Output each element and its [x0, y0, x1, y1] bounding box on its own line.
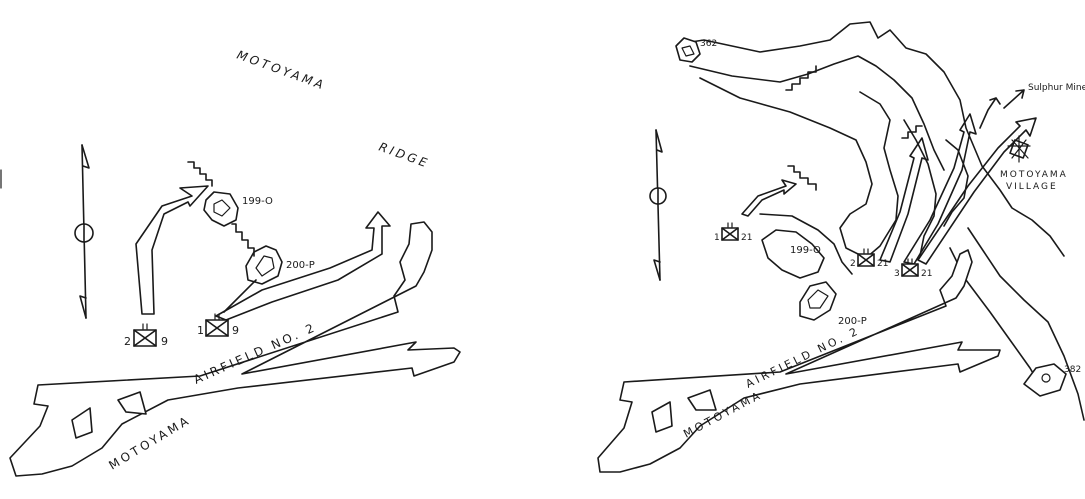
defense-line-icon	[901, 125, 923, 139]
unit-regiment: 21	[877, 259, 888, 269]
unit-regiment: 21	[921, 269, 932, 279]
attack-arrow-icon	[741, 179, 797, 217]
mine-label: Sulphur Mine	[1028, 83, 1085, 93]
unit-regiment: 9	[232, 324, 239, 337]
attack-arrow-icon	[917, 117, 1037, 265]
hill-382-contour	[1023, 363, 1067, 397]
hill-362-contour	[675, 37, 701, 63]
defense-line-icon	[187, 161, 255, 257]
defense-line-icon	[785, 65, 817, 91]
terrain-contour	[903, 119, 937, 257]
hill-199-contour	[203, 191, 239, 227]
attack-arrow-icon	[879, 137, 929, 263]
terrain-contour	[677, 21, 1065, 257]
hill-200-label: 200-P	[286, 260, 315, 271]
hill-200-label: 200-P	[838, 316, 867, 327]
village-icon	[1007, 135, 1031, 163]
unit-regiment: 9	[161, 335, 168, 348]
terrain-contour	[943, 139, 969, 227]
unit-regiment: 21	[741, 233, 752, 243]
revetment	[117, 391, 147, 415]
hill-199-label: 199-O	[242, 196, 273, 207]
terrain-contour	[759, 213, 853, 275]
attack-arrow-icon	[979, 97, 1001, 129]
right-map: 362 382 199-O 200-P MOTOYAMA AIRFIELD NO…	[597, 21, 1085, 473]
infantry-battalion-icon	[205, 313, 229, 337]
hill-200-contour	[245, 245, 283, 285]
ridge-label: MOTOYAMA	[235, 48, 328, 93]
village-label: VILLAGE	[1006, 182, 1058, 192]
terrain-contour	[699, 77, 899, 259]
hill-200-contour	[799, 281, 837, 321]
terrain-contour	[689, 55, 945, 171]
mine-marker	[1003, 89, 1025, 109]
infantry-battalion-icon	[133, 323, 157, 347]
defense-line-icon	[787, 165, 817, 191]
attack-arrow-icon	[135, 185, 209, 315]
unit-number: 1	[714, 233, 720, 243]
attack-arrow-icon	[215, 211, 391, 321]
revetment	[687, 389, 717, 411]
attack-arrow-icon	[223, 279, 257, 313]
ridge-label: RIDGE	[377, 140, 432, 171]
attack-arrow-icon	[903, 113, 977, 265]
left-map: MOTOYAMA AIRFIELD NO. 2 MOTOYAMA RIDGE 1…	[0, 48, 461, 477]
north-arrow-icon	[74, 144, 94, 319]
unit-number: 2	[850, 259, 856, 269]
terrain-contour	[967, 227, 1085, 421]
revetment	[651, 401, 673, 433]
unit-number: 2	[124, 335, 131, 348]
north-arrow-icon	[649, 129, 667, 281]
unit-number: 3	[894, 269, 900, 279]
unit-number: 1	[197, 324, 204, 337]
airfield-outline	[597, 249, 1001, 473]
infantry-battalion-icon	[721, 222, 739, 241]
infantry-battalion-icon	[857, 248, 875, 267]
infantry-battalion-icon	[901, 258, 919, 277]
airfield-outline	[9, 221, 461, 477]
hill-382-label: 382	[1064, 365, 1081, 375]
hill-199-contour	[761, 229, 825, 279]
hill-199-label: 199-O	[790, 245, 821, 256]
village-label: MOTOYAMA	[1000, 170, 1068, 180]
hill-362-label: 362	[700, 39, 717, 49]
revetment	[71, 407, 93, 439]
